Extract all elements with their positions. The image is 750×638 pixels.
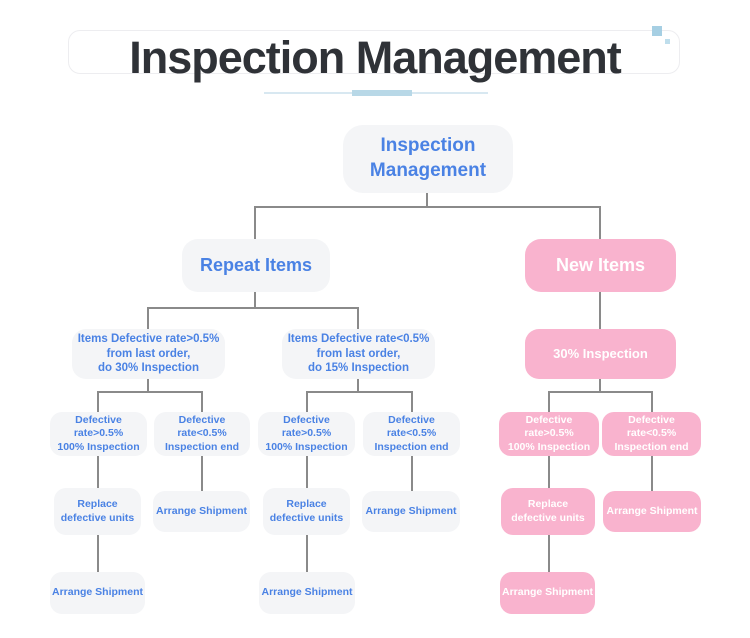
connector-drop-new <box>599 206 601 239</box>
node-new-final-arrange: Arrange Shipment <box>500 572 595 614</box>
connector-lowrate-stub <box>357 378 359 393</box>
node-lowrate-final-arrange: Arrange Shipment <box>259 572 355 614</box>
node-repeat-items: Repeat Items <box>182 239 330 292</box>
node-lowrate-end-arrange: Arrange Shipment <box>362 491 460 532</box>
connector-highrate-stub <box>147 378 149 393</box>
connector-a1-replace <box>97 456 99 488</box>
connector-root-stub <box>426 192 428 208</box>
connector-a2-arrange <box>201 456 203 491</box>
connector-new-to-inspection <box>599 291 601 329</box>
connector-drop-c2 <box>651 391 653 412</box>
node-highrate-replace-units: Replace defective units <box>54 488 141 535</box>
connector-b2-arrange <box>411 456 413 491</box>
connector-inspection-bar <box>548 391 653 393</box>
connector-drop-c1 <box>548 391 550 412</box>
node-repeat-low-rate: Items Defective rate<0.5% from last orde… <box>282 329 435 379</box>
connector-c-replace-arrange <box>548 535 550 572</box>
decor-square-small <box>665 39 670 44</box>
connector-drop-high-rate <box>147 307 149 329</box>
connector-b-replace-arrange <box>306 535 308 572</box>
connector-drop-repeat <box>254 206 256 239</box>
node-highrate-defect-high: Defective rate>0.5% 100% Inspection <box>50 412 147 456</box>
node-repeat-high-rate: Items Defective rate>0.5% from last orde… <box>72 329 225 379</box>
connector-drop-a2 <box>201 391 203 412</box>
node-new-defect-high: Defective rate>0.5% 100% Inspection <box>499 412 599 456</box>
title-underline-accent <box>352 90 412 96</box>
node-new-30pct-inspection: 30% Inspection <box>525 329 676 379</box>
connector-repeat-stub <box>254 291 256 309</box>
node-highrate-end-arrange: Arrange Shipment <box>153 491 250 532</box>
title-card <box>68 30 680 74</box>
connector-drop-b1 <box>306 391 308 412</box>
node-lowrate-defect-high: Defective rate>0.5% 100% Inspection <box>258 412 355 456</box>
decor-square-large <box>652 26 662 36</box>
connector-level1-bar <box>254 206 601 208</box>
node-inspection-management-root: Inspection Management <box>343 125 513 193</box>
page-title: Inspection Management <box>129 32 622 83</box>
node-new-replace-units: Replace defective units <box>501 488 595 535</box>
connector-repeat-bar <box>147 307 359 309</box>
node-new-end-arrange: Arrange Shipment <box>603 491 701 532</box>
node-new-defect-low: Defective rate<0.5% Inspection end <box>602 412 701 456</box>
connector-highrate-bar <box>97 391 203 393</box>
node-new-items: New Items <box>525 239 676 292</box>
connector-c1-replace <box>548 456 550 488</box>
connector-drop-b2 <box>411 391 413 412</box>
connector-drop-a1 <box>97 391 99 412</box>
connector-b1-replace <box>306 456 308 488</box>
connector-drop-low-rate <box>357 307 359 329</box>
node-lowrate-defect-low: Defective rate<0.5% Inspection end <box>363 412 460 456</box>
node-lowrate-replace-units: Replace defective units <box>263 488 350 535</box>
node-highrate-final-arrange: Arrange Shipment <box>50 572 145 614</box>
connector-a-replace-arrange <box>97 535 99 572</box>
connector-inspection-stub <box>599 378 601 393</box>
node-highrate-defect-low: Defective rate<0.5% Inspection end <box>154 412 250 456</box>
connector-c2-arrange <box>651 456 653 491</box>
connector-lowrate-bar <box>306 391 413 393</box>
